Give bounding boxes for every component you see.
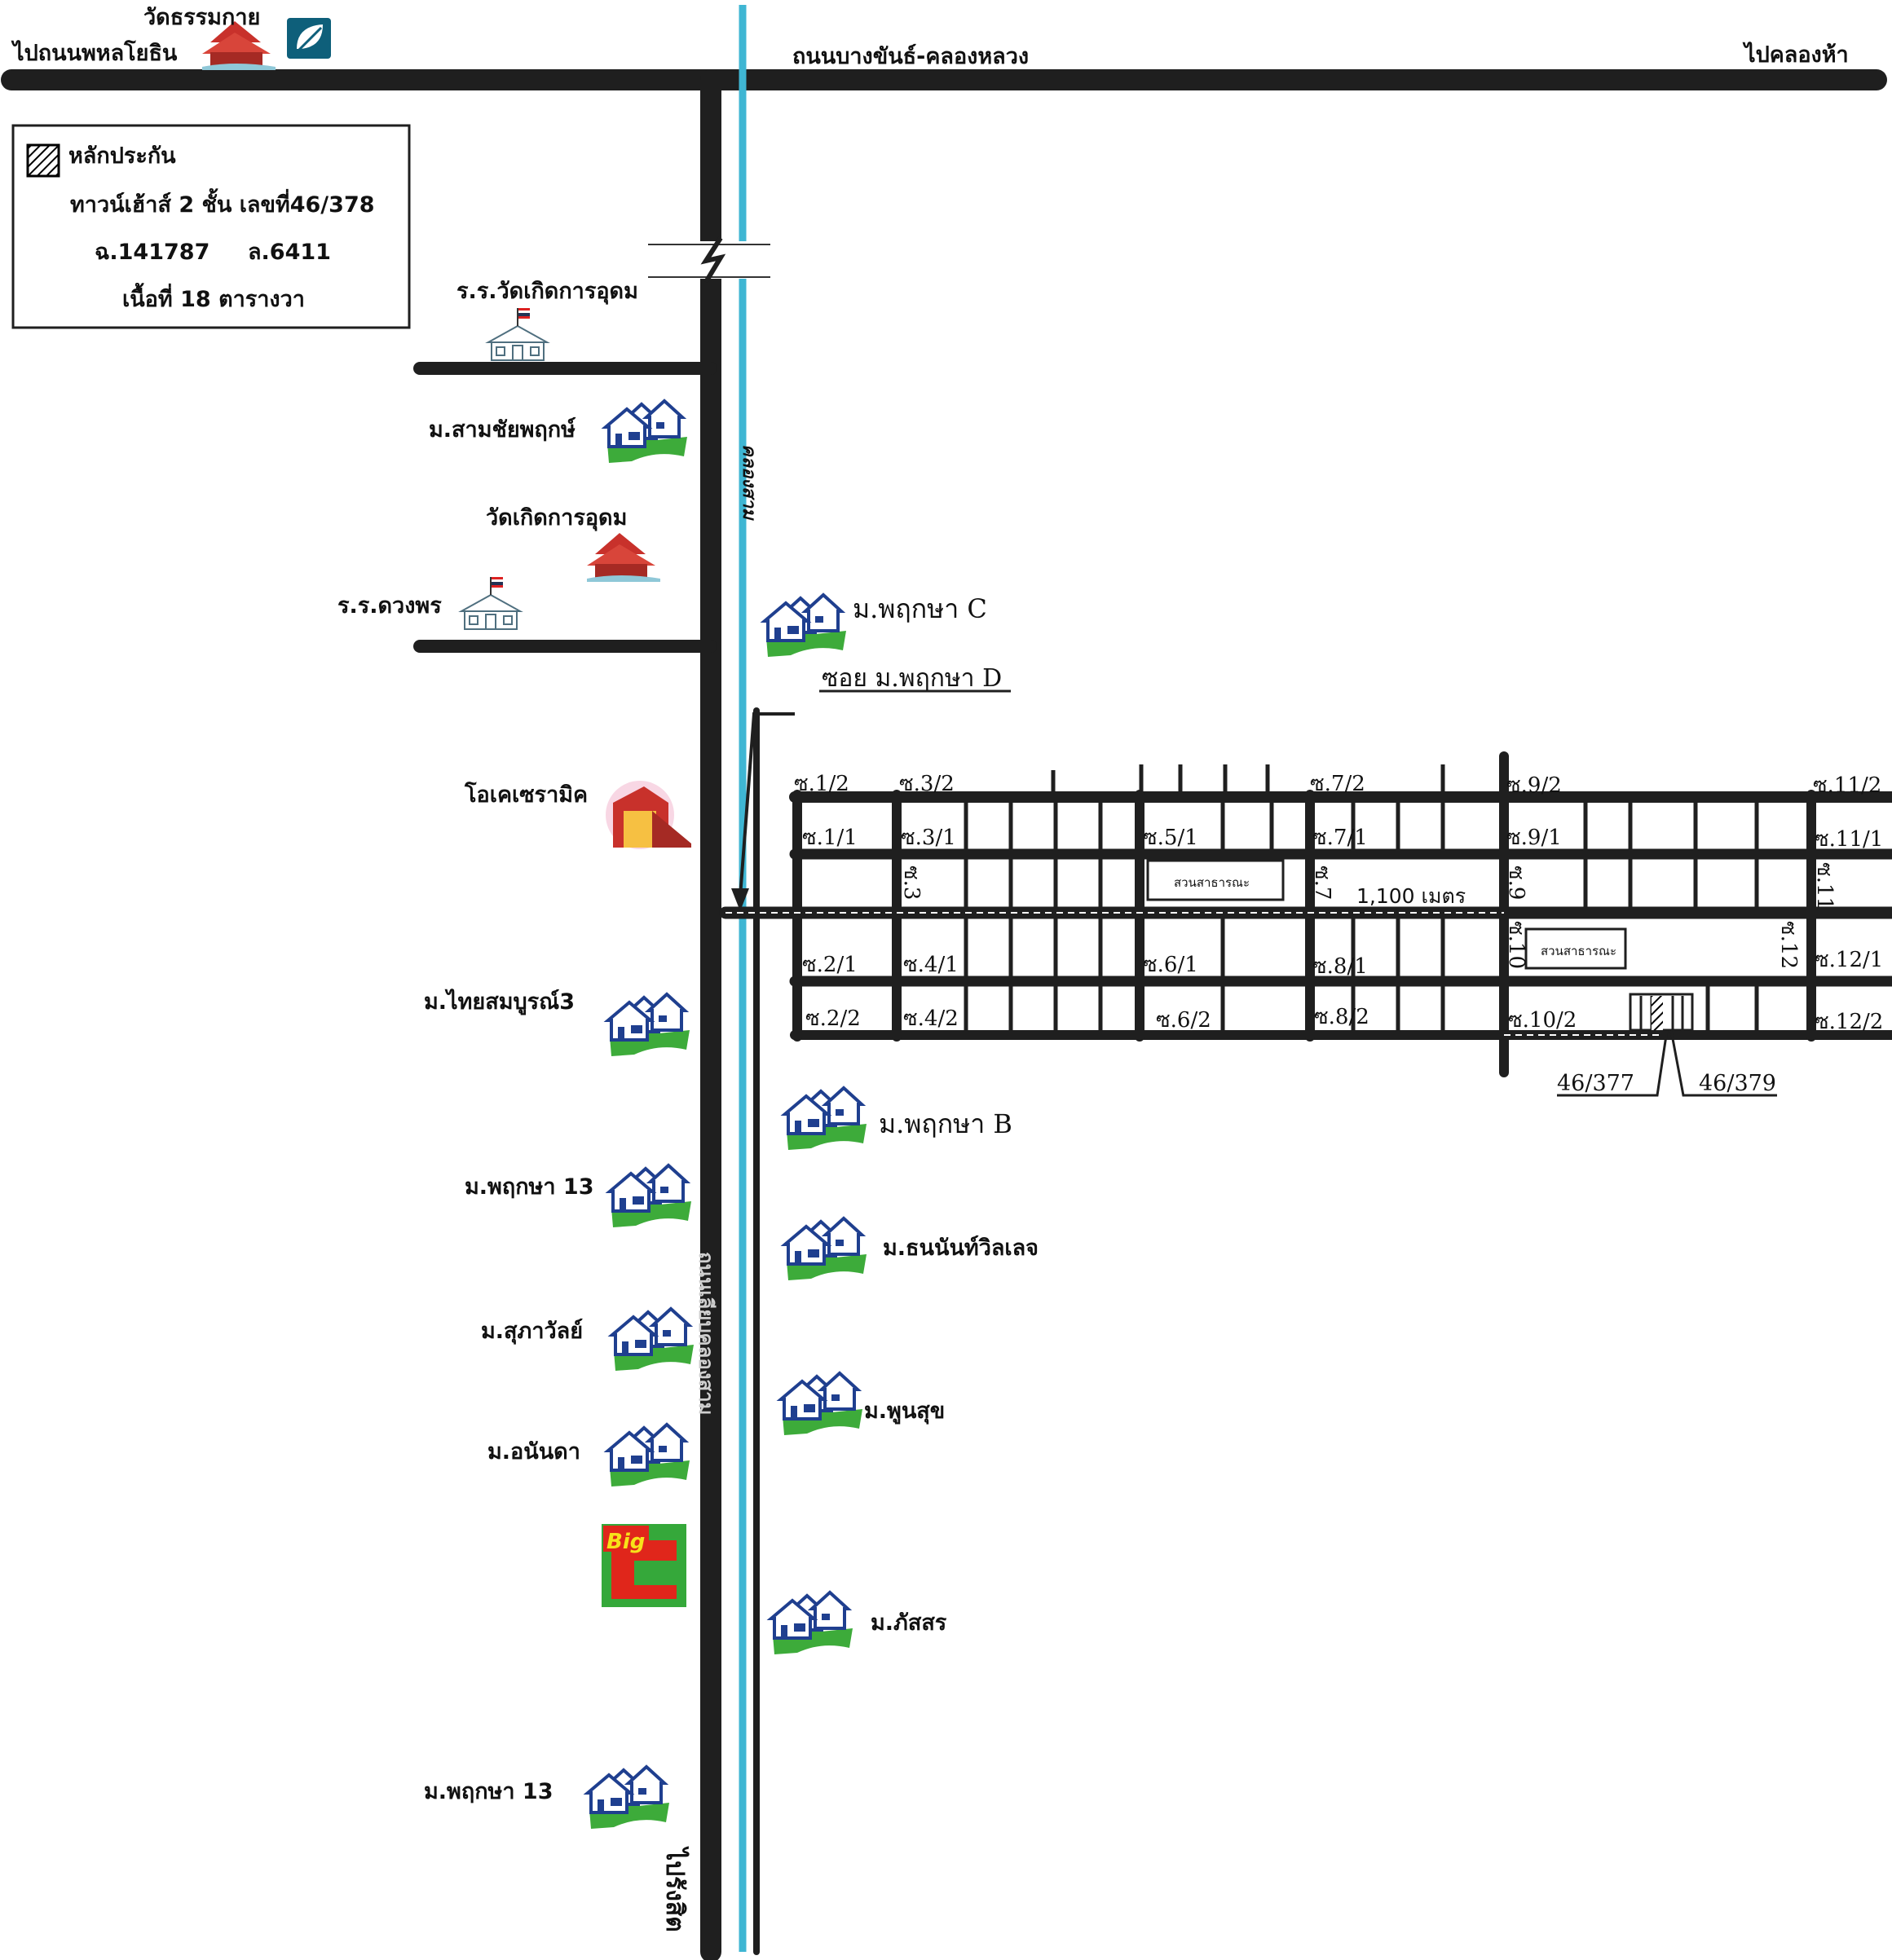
distance-label: 1,100 เมตร bbox=[1356, 884, 1466, 908]
soi-label: ซ.11/1 bbox=[1815, 827, 1883, 852]
place-label: ม.ภัสสร bbox=[871, 1610, 947, 1636]
place-label: ม.สามชัยพฤกษ์ bbox=[429, 416, 576, 443]
soi-label: ซ.2/1 bbox=[802, 953, 858, 977]
house-estate-icon bbox=[608, 1164, 693, 1229]
house-estate-icon bbox=[586, 1765, 671, 1830]
factory-icon bbox=[606, 781, 691, 849]
big-c-label: Big bbox=[606, 1530, 645, 1554]
house-estate-icon bbox=[783, 1217, 868, 1282]
soi-label: ซ.2/2 bbox=[805, 1006, 861, 1031]
soi-label: ซ.1/1 bbox=[802, 826, 858, 850]
house-estate-icon bbox=[763, 593, 848, 658]
soi-label: ซ.3/2 bbox=[899, 772, 955, 796]
school-icon bbox=[487, 307, 548, 361]
estate-grid bbox=[719, 751, 1892, 1077]
top-temple-label: วัดธรรมกาย bbox=[143, 5, 260, 30]
legend-area: เนื้อที่ 18 ตารางวา bbox=[122, 282, 305, 312]
legend-box bbox=[11, 124, 411, 329]
soi-labels: ซ.1/2 ซ.3/2 ซ.7/2 ซ.9/2 ซ.11/2 ซ.1/1 ซ.3… bbox=[794, 772, 1883, 1034]
soi-label: ซ.6/2 bbox=[1156, 1008, 1211, 1033]
soi-label: ซ.9/1 bbox=[1506, 826, 1562, 850]
place-label: ร.ร.ดวงพร bbox=[337, 593, 442, 619]
place-label: ม.พฤกษา 13 bbox=[424, 1779, 553, 1804]
place-label: วัดเกิดการอุดม bbox=[486, 505, 627, 531]
top-road-name: ถนนบางขันธ์-คลองหลวง bbox=[792, 43, 1029, 69]
house-estate-icon bbox=[606, 993, 691, 1058]
legend-line1: ทาวน์เฮ้าส์ 2 ชั้น เลขที่46/378 bbox=[70, 187, 375, 218]
house-estate-icon bbox=[770, 1591, 854, 1656]
big-c-logo bbox=[602, 1524, 686, 1607]
soi-d-label: ซอย ม.พฤกษา D bbox=[822, 664, 1002, 693]
hatch-legend-icon bbox=[26, 143, 60, 178]
park-label: สวนสาธารณะ bbox=[1174, 875, 1250, 890]
place-label: ม.พฤกษา B bbox=[879, 1108, 1012, 1139]
unit-left-label: 46/377 bbox=[1557, 1071, 1634, 1096]
school-icon bbox=[461, 576, 521, 630]
soi-label: ซ.10/2 bbox=[1508, 1008, 1577, 1033]
legend-land-no: ล.6411 bbox=[248, 240, 331, 265]
canal-name: คลองสาม bbox=[739, 444, 759, 521]
place-label: ม.พฤกษา 13 bbox=[465, 1174, 593, 1200]
house-estate-icon bbox=[611, 1307, 695, 1372]
soi-label: ซ.4/1 bbox=[903, 953, 959, 977]
soi-label: ซ.9 bbox=[1504, 865, 1528, 900]
park-box-1 bbox=[1146, 859, 1285, 901]
place-label: โอเคเซรามิค bbox=[464, 781, 588, 808]
park-label: สวนสาธารณะ bbox=[1541, 944, 1616, 958]
unit-right-label: 46/379 bbox=[1699, 1071, 1776, 1096]
house-estate-icon bbox=[783, 1086, 868, 1152]
soi-label: ซ.12/1 bbox=[1815, 948, 1883, 972]
soi-label: ซ.7/2 bbox=[1310, 772, 1365, 796]
to-west-label: ไปถนนพหลโยธิน bbox=[11, 39, 178, 66]
soi-label: ซ.7 bbox=[1310, 865, 1334, 900]
soi-label: ซ.8/2 bbox=[1314, 1005, 1369, 1029]
place-label: ม.พูนสุข bbox=[864, 1398, 945, 1425]
place-label: ม.ไทยสมบูรณ์3 bbox=[424, 989, 575, 1015]
temple-icon bbox=[587, 533, 660, 582]
legend-deed: ฉ.141787 bbox=[95, 240, 209, 265]
route-arrow bbox=[739, 712, 795, 897]
soi-label: ซ.10 bbox=[1504, 921, 1528, 969]
soi-label: ซ.12 bbox=[1776, 921, 1801, 969]
soi-label: ซ.11 bbox=[1812, 862, 1837, 910]
house-estate-icon bbox=[604, 399, 689, 465]
soi-label: ซ.8/1 bbox=[1312, 954, 1368, 979]
soi-label: ซ.9/2 bbox=[1506, 773, 1562, 798]
soi-label: ซ.3 bbox=[899, 865, 924, 900]
soi-label: ซ.7/1 bbox=[1312, 826, 1368, 850]
place-label: ม.พฤกษา C bbox=[853, 593, 987, 624]
soi-label: ซ.1/2 bbox=[794, 772, 849, 796]
house-estate-icon bbox=[606, 1423, 691, 1488]
place-label: ม.สุภาวัลย์ bbox=[481, 1318, 583, 1345]
to-east-label: ไปคลองห้า bbox=[1742, 42, 1849, 68]
place-label: ม.อนันดา bbox=[487, 1439, 580, 1464]
park-box-2 bbox=[1524, 927, 1627, 970]
soi-label: ซ.12/2 bbox=[1815, 1010, 1883, 1034]
place-label: ม.ธนนันท์วิลเลจ bbox=[883, 1235, 1039, 1261]
soi-label: ซ.4/2 bbox=[903, 1006, 959, 1031]
legend-title: หลักประกัน bbox=[68, 143, 176, 169]
house-estate-icon bbox=[779, 1372, 864, 1437]
soi-label: ซ.11/2 bbox=[1813, 773, 1881, 798]
main-road-name: ถนนเลียบคลองสาม bbox=[695, 1252, 717, 1415]
soi-label: ซ.5/1 bbox=[1143, 826, 1198, 850]
place-label: ร.ร.วัดเกิดการอุดม bbox=[456, 279, 638, 305]
collateral-unit-marker bbox=[1652, 996, 1663, 1030]
soi-label: ซ.3/1 bbox=[901, 826, 956, 850]
leaf-logo-icon bbox=[287, 18, 331, 59]
to-south-label: ไปรังสิต bbox=[660, 1846, 690, 1932]
soi-label: ซ.6/1 bbox=[1143, 953, 1198, 977]
